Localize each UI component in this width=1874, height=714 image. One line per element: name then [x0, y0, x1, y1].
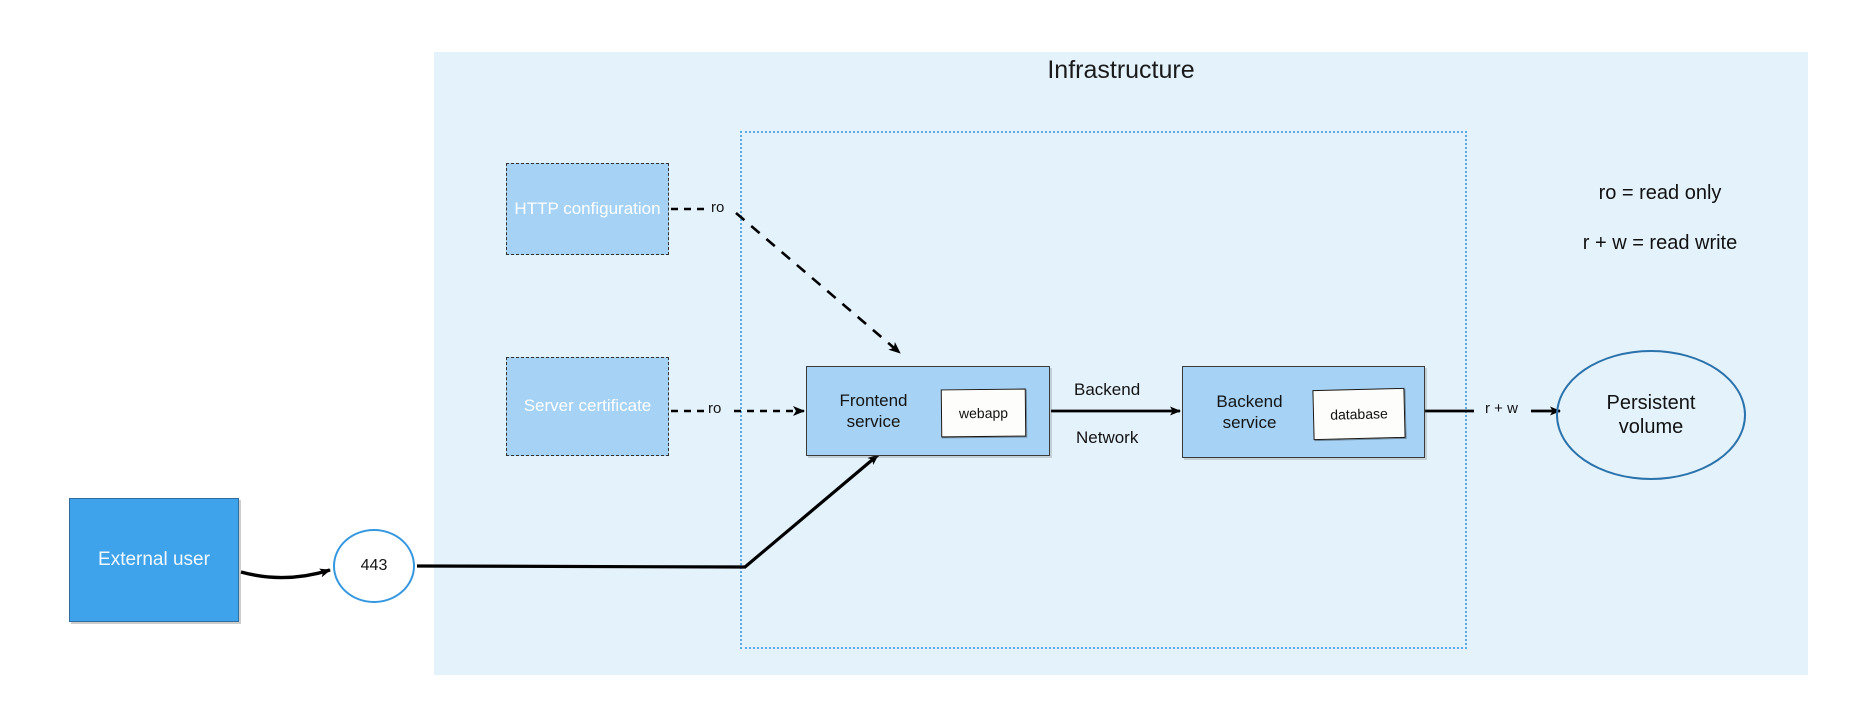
edge-label-read-write: r + w: [1485, 400, 1518, 417]
persistent-volume-label: Persistent volume: [1607, 391, 1696, 439]
edge-label-network: Network: [1076, 428, 1139, 447]
server-certificate-label: Server certificate: [523, 396, 652, 416]
network-boundary: [740, 131, 1467, 649]
legend-line-read-write: r + w = read write: [1582, 232, 1738, 254]
database-label: database: [1329, 404, 1388, 423]
infrastructure-title: Infrastructure: [1047, 56, 1195, 84]
container-database[interactable]: database: [1312, 387, 1406, 441]
legend: ro = read only r + w = read write: [1540, 182, 1780, 282]
backend-service-label-line1: Backend: [1216, 391, 1283, 411]
webapp-label: webapp: [958, 404, 1009, 421]
frontend-service-label-line2: service: [846, 412, 901, 431]
frontend-service-label-line1: Frontend: [839, 390, 908, 410]
edge-label-ro-http-config: ro: [711, 199, 725, 216]
persistent-volume-label-line1: Persistent: [1606, 392, 1696, 414]
backend-service-label: Backend service: [1197, 391, 1302, 434]
node-frontend-service[interactable]: Frontend service webapp: [806, 366, 1050, 456]
node-external-user[interactable]: External user: [69, 498, 239, 622]
edge-http-config-to-frontend: [735, 212, 901, 354]
legend-line-read-only: ro = read only: [1598, 182, 1722, 204]
edge-label-backend: Backend: [1074, 380, 1141, 399]
persistent-volume-label-line2: volume: [1618, 416, 1684, 438]
node-server-certificate[interactable]: Server certificate: [506, 357, 669, 456]
edge-port-to-frontend: [416, 453, 880, 569]
node-backend-service[interactable]: Backend service database: [1182, 366, 1425, 458]
port-443-label: 443: [360, 557, 388, 575]
edge-label-ro-server-certificate: ro: [708, 400, 722, 417]
node-http-configuration[interactable]: HTTP configuration: [506, 163, 669, 255]
edge-external-user-to-port: [240, 568, 331, 580]
frontend-service-label: Frontend service: [821, 390, 926, 433]
container-webapp[interactable]: webapp: [940, 388, 1027, 438]
backend-service-label-line2: service: [1222, 413, 1277, 432]
external-user-label: External user: [98, 548, 210, 570]
node-persistent-volume[interactable]: Persistent volume: [1556, 350, 1746, 480]
node-port-443[interactable]: 443: [333, 529, 415, 603]
http-configuration-label: HTTP configuration: [514, 198, 661, 218]
